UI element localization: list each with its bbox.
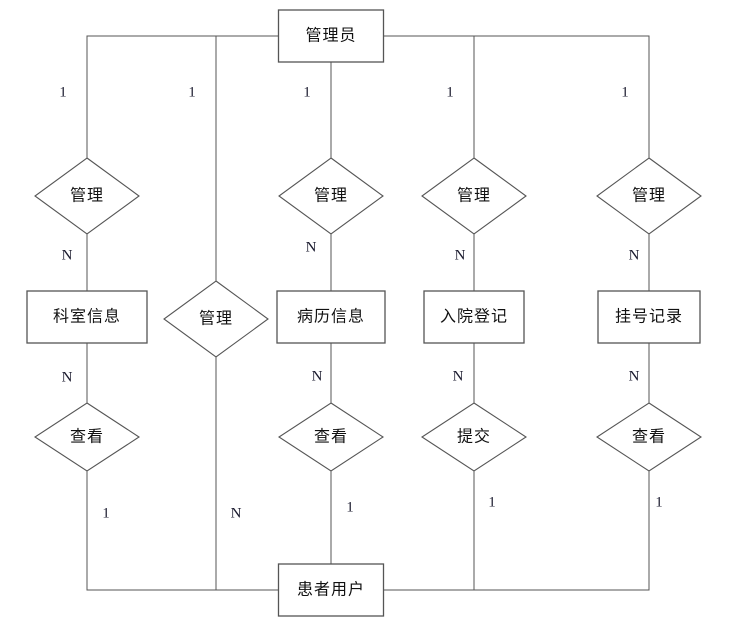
cardinality-card-admit-submit-n: N	[453, 368, 464, 384]
cardinality-card-view-regrec-1: 1	[655, 494, 663, 510]
relationship-label: 查看	[632, 428, 666, 446]
diamond-shape	[278, 157, 384, 235]
entity-box-shape	[277, 563, 385, 617]
cardinality-card-admin-dept: 1	[59, 84, 67, 100]
entity-record[interactable]: 病历信息	[276, 290, 386, 344]
entity-box-shape	[276, 290, 386, 344]
diamond-shape	[421, 157, 527, 235]
diamond-shape	[33, 402, 141, 472]
relationship-rel-manage-patient[interactable]: 管理	[163, 280, 269, 358]
cardinality-card-regrec-n: N	[629, 247, 640, 263]
cardinality-card-admin-record: 1	[303, 84, 311, 100]
cardinality-card-admin-admit: 1	[446, 84, 454, 100]
relationship-rel-manage-dept[interactable]: 管理	[34, 157, 140, 235]
cardinality-card-admin-regrec: 1	[621, 84, 629, 100]
connector-bus-top-right	[384, 35, 650, 158]
relationship-label: 管理	[632, 187, 666, 205]
diamond-shape	[34, 157, 140, 235]
entity-label: 患者用户	[297, 581, 365, 599]
relationship-label: 管理	[314, 187, 348, 205]
entity-label: 病历信息	[297, 308, 365, 326]
diamond-shape	[277, 402, 385, 472]
entity-regrec[interactable]: 挂号记录	[597, 290, 701, 344]
relationship-label: 管理	[70, 187, 104, 205]
cardinality-card-submit-admit-1: 1	[488, 494, 496, 510]
entity-box-shape	[423, 290, 525, 344]
connector-bus-bot-right	[384, 471, 650, 591]
entity-box-shape	[597, 290, 701, 344]
cardinality-card-regrec-view-n: N	[629, 368, 640, 384]
relationship-rel-view-record[interactable]: 查看	[277, 402, 385, 472]
relationship-label: 查看	[70, 428, 104, 446]
cardinality-card-record-n: N	[306, 239, 317, 255]
entity-box-shape	[26, 290, 148, 344]
cardinality-card-admin-patient: 1	[188, 84, 196, 100]
cardinality-card-view-dept-1: 1	[102, 505, 110, 521]
relationship-rel-manage-admit[interactable]: 管理	[421, 157, 527, 235]
entity-dept[interactable]: 科室信息	[26, 290, 148, 344]
edges-layer	[86, 35, 650, 591]
entity-box-shape	[277, 9, 385, 63]
diamond-shape	[595, 402, 703, 472]
cardinality-card-dept-n: N	[62, 247, 73, 263]
entity-label: 入院登记	[440, 308, 508, 326]
relationships-layer: 管理管理管理管理管理查看查看提交查看	[33, 157, 703, 472]
entity-patient[interactable]: 患者用户	[277, 563, 385, 617]
cardinality-card-dept-view-n: N	[62, 369, 73, 385]
relationship-label: 提交	[457, 428, 491, 446]
relationship-rel-view-dept[interactable]: 查看	[33, 402, 141, 472]
entity-admit[interactable]: 入院登记	[423, 290, 525, 344]
entity-label: 挂号记录	[615, 308, 683, 326]
cardinality-card-record-view-n: N	[312, 368, 323, 384]
diamond-shape	[420, 402, 528, 472]
relationship-rel-manage-record[interactable]: 管理	[278, 157, 384, 235]
relationship-label: 查看	[314, 428, 348, 446]
entity-label: 管理员	[305, 27, 356, 45]
entity-admin[interactable]: 管理员	[277, 9, 385, 63]
relationship-label: 管理	[457, 187, 491, 205]
cardinality-card-patient-manage-n: N	[231, 505, 242, 521]
diamond-shape	[596, 157, 702, 235]
cardinality-card-admit-n: N	[455, 247, 466, 263]
relationship-rel-view-regrec[interactable]: 查看	[595, 402, 703, 472]
relationship-rel-submit-admit[interactable]: 提交	[420, 402, 528, 472]
diamond-shape	[163, 280, 269, 358]
entity-label: 科室信息	[53, 308, 121, 326]
relationship-rel-manage-regrec[interactable]: 管理	[596, 157, 702, 235]
relationship-label: 管理	[199, 310, 233, 328]
connector-bus-top-left	[86, 35, 278, 158]
cardinality-card-view-record-1: 1	[346, 499, 354, 515]
connector-bus-bot-left	[86, 471, 278, 591]
